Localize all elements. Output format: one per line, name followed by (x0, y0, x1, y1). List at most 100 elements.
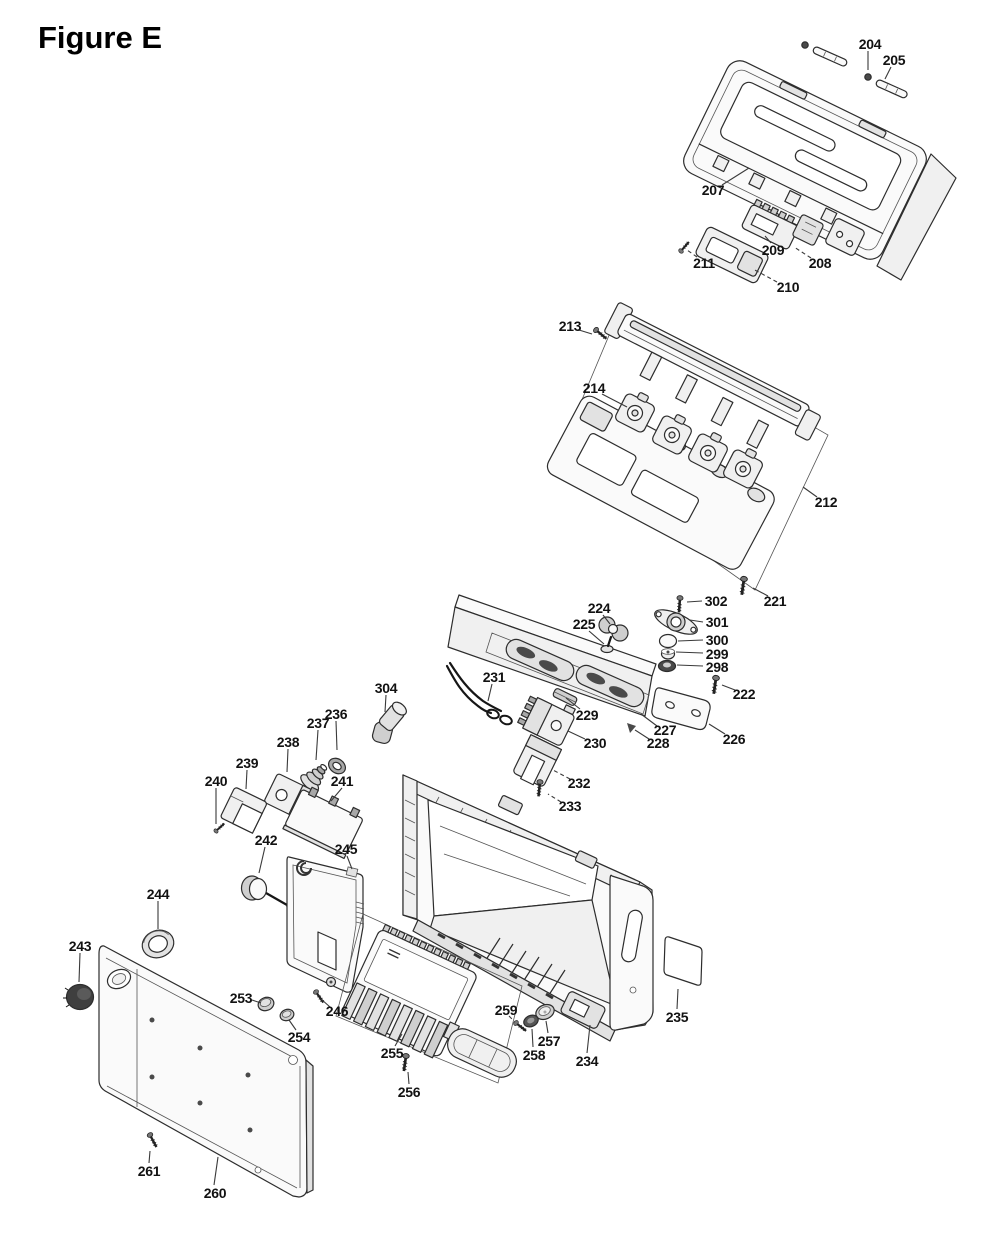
leader-line-257 (545, 1020, 549, 1034)
leader-line-214 (601, 393, 628, 408)
contact-block-214b (652, 414, 692, 455)
leader-line-261 (148, 1150, 151, 1164)
part-label-241: 241 (331, 773, 354, 789)
washer-300 (658, 633, 678, 649)
contact-block-214 (615, 392, 655, 433)
part-label-212: 212 (815, 494, 838, 510)
part-label-243: 243 (69, 938, 92, 954)
leader-line-256 (407, 1071, 410, 1085)
leader-line-255 (394, 1033, 403, 1047)
leader-line-253 (251, 999, 262, 1004)
leader-line-259 (508, 1015, 515, 1022)
cap-243 (63, 983, 95, 1011)
leader-line-208 (793, 246, 812, 259)
latch-connector-209 (741, 198, 799, 250)
leader-line-243 (78, 952, 81, 983)
part-label-211: 211 (693, 255, 715, 271)
button-block-210 (695, 226, 769, 284)
top-rail-212 (604, 302, 821, 449)
part-label-238: 238 (277, 734, 300, 750)
leader-line-212 (802, 486, 818, 498)
screw-302-icon (674, 594, 685, 614)
part-label-221: 221 (764, 593, 787, 609)
leader-line-205 (884, 66, 892, 80)
part-label-242: 242 (255, 832, 278, 848)
leader-line-228 (634, 729, 650, 740)
part-label-208: 208 (809, 255, 832, 271)
leader-line-226 (708, 723, 726, 735)
part-label-253: 253 (230, 990, 253, 1006)
end-cap-208 (792, 214, 824, 246)
part-label-258: 258 (523, 1047, 546, 1063)
part-label-232: 232 (568, 775, 591, 791)
bottom-cover-260 (98, 945, 314, 1198)
part-label-214: 214 (583, 380, 606, 396)
clip-228 (627, 723, 636, 733)
part-label-210: 210 (777, 279, 800, 295)
button-254 (279, 1008, 295, 1022)
screw-240-icon (212, 820, 227, 835)
leader-line-230 (567, 730, 586, 740)
part-label-224: 224 (588, 600, 611, 616)
leader-line-231 (487, 683, 493, 702)
part-label-257: 257 (538, 1033, 561, 1049)
part-label-260: 260 (204, 1185, 227, 1201)
part-label-231: 231 (483, 669, 506, 685)
leader-line-242 (258, 846, 266, 874)
leader-line-239 (245, 769, 248, 790)
pin-204 (801, 41, 872, 81)
leader-line-232 (552, 769, 571, 780)
part-label-228: 228 (647, 735, 670, 751)
part-label-222: 222 (733, 686, 756, 702)
leader-line-207 (721, 167, 750, 186)
leader-line-260 (213, 1156, 219, 1186)
part-label-261: 261 (138, 1163, 161, 1179)
part-label-229: 229 (576, 707, 599, 723)
screw-211-icon (676, 239, 692, 256)
part-label-236: 236 (325, 706, 348, 722)
diagram-artwork (63, 41, 957, 1198)
leader-line-222 (721, 684, 736, 691)
pivot-bracket-301 (654, 609, 698, 635)
console-panel (447, 594, 657, 717)
label-sticker-235 (663, 936, 703, 986)
part-label-299: 299 (706, 646, 729, 662)
leader-lines (78, 51, 892, 1186)
leader-line-238 (286, 748, 289, 773)
pin-205 (875, 79, 908, 99)
leader-line-301 (689, 619, 704, 623)
part-labels: 2042052072082092102112122132142212222242… (69, 36, 906, 1201)
cap-258 (523, 1014, 539, 1028)
pcb-panel-245 (286, 856, 365, 993)
bracket-239 (220, 787, 267, 834)
front-frame-207 (683, 60, 957, 281)
electronics-module-255 (341, 923, 477, 1059)
part-label-205: 205 (883, 52, 906, 68)
elbow-connector-304 (371, 701, 407, 745)
part-label-302: 302 (705, 593, 728, 609)
part-label-207: 207 (702, 182, 725, 198)
part-label-233: 233 (559, 798, 582, 814)
part-label-304: 304 (375, 680, 398, 696)
leader-line-225 (588, 630, 605, 645)
leader-line-241 (330, 787, 343, 802)
screw-222-icon (709, 673, 722, 696)
part-label-255: 255 (381, 1045, 404, 1061)
cover-plate-241 (282, 786, 363, 860)
knob-242 (240, 875, 292, 909)
part-label-237: 237 (307, 715, 330, 731)
knob-224 (598, 616, 629, 654)
part-label-300: 300 (706, 632, 729, 648)
leader-line-221 (752, 587, 769, 597)
part-label-254: 254 (288, 1029, 311, 1045)
part-label-245: 245 (335, 841, 358, 857)
leader-line-210 (752, 268, 778, 283)
leader-line-227 (640, 713, 658, 727)
bracket-232 (513, 734, 563, 787)
part-label-225: 225 (573, 616, 596, 632)
leader-line-233 (547, 793, 562, 803)
end-plate-226 (651, 687, 711, 731)
grommet-298 (657, 659, 677, 673)
spacer-299 (660, 648, 676, 660)
